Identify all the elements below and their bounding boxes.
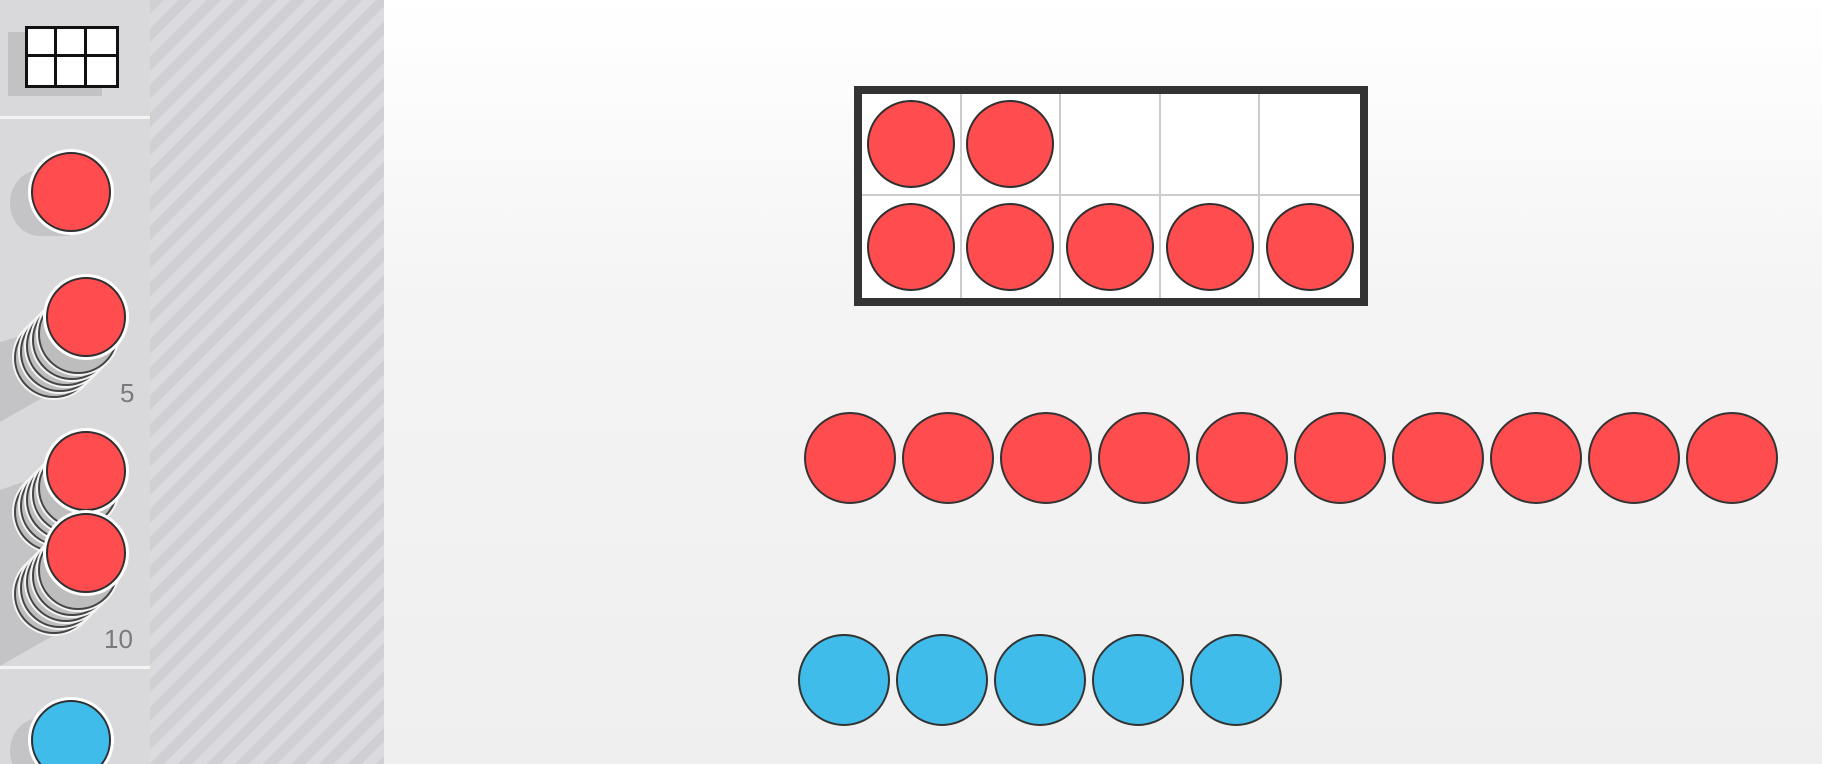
red-counter-stack-icon	[46, 513, 126, 593]
red-counter[interactable]	[966, 100, 1055, 188]
red-stack-five-tool[interactable]: 5	[0, 272, 150, 422]
ten-frame-cell[interactable]	[961, 94, 1062, 196]
red-counter-stack-icon	[46, 277, 126, 357]
red-counter[interactable]	[1266, 203, 1355, 291]
blue-counter[interactable]	[896, 634, 988, 726]
toolbox-gutter	[150, 0, 384, 764]
ten-frame-cell[interactable]	[962, 196, 1062, 298]
red-counter[interactable]	[1490, 412, 1582, 504]
red-counter[interactable]	[1686, 412, 1778, 504]
stack-count-label: 5	[120, 378, 135, 408]
red-counter-stack-icon	[46, 431, 126, 511]
red-counter[interactable]	[1165, 203, 1254, 291]
blue-counter[interactable]	[994, 634, 1086, 726]
workspace-canvas[interactable]	[384, 0, 1822, 764]
red-counter[interactable]	[866, 203, 955, 291]
blue-counter-tool[interactable]	[10, 696, 120, 764]
toolbox-divider	[0, 666, 150, 669]
ten-frame-cell[interactable]	[1260, 94, 1360, 196]
red-counter[interactable]	[1065, 203, 1154, 291]
ten-frame-cell[interactable]	[1061, 196, 1161, 298]
red-counter[interactable]	[966, 203, 1055, 291]
ten-frame-cell[interactable]	[1161, 196, 1261, 298]
ten-frame-cell[interactable]	[1061, 94, 1161, 196]
ten-frame[interactable]	[854, 86, 1368, 306]
red-stack-ten-tool[interactable]: 10	[0, 426, 150, 666]
red-counter-tool[interactable]	[10, 148, 120, 248]
red-counter[interactable]	[1000, 412, 1092, 504]
blue-counter[interactable]	[1092, 634, 1184, 726]
red-counter-icon	[31, 152, 111, 232]
toolbox-panel: 5 10	[0, 0, 150, 764]
stack-count-label: 10	[104, 624, 133, 654]
red-counter[interactable]	[1588, 412, 1680, 504]
red-counter[interactable]	[866, 100, 955, 188]
blue-counter[interactable]	[798, 634, 890, 726]
toolbox-divider	[0, 116, 150, 119]
red-counter[interactable]	[1392, 412, 1484, 504]
ten-frame-tool[interactable]	[8, 22, 126, 102]
ten-frame-cell[interactable]	[1160, 94, 1261, 196]
ten-frame-cell[interactable]	[862, 94, 962, 196]
ten-frame-cell[interactable]	[1260, 196, 1360, 298]
red-counter[interactable]	[804, 412, 896, 504]
blue-counter[interactable]	[1190, 634, 1282, 726]
red-counter[interactable]	[1196, 412, 1288, 504]
red-counter[interactable]	[1098, 412, 1190, 504]
ten-frame-cell[interactable]	[862, 196, 962, 298]
blue-counter-icon	[31, 700, 111, 764]
red-counter[interactable]	[902, 412, 994, 504]
red-counter[interactable]	[1294, 412, 1386, 504]
ten-frame-icon	[25, 26, 119, 88]
